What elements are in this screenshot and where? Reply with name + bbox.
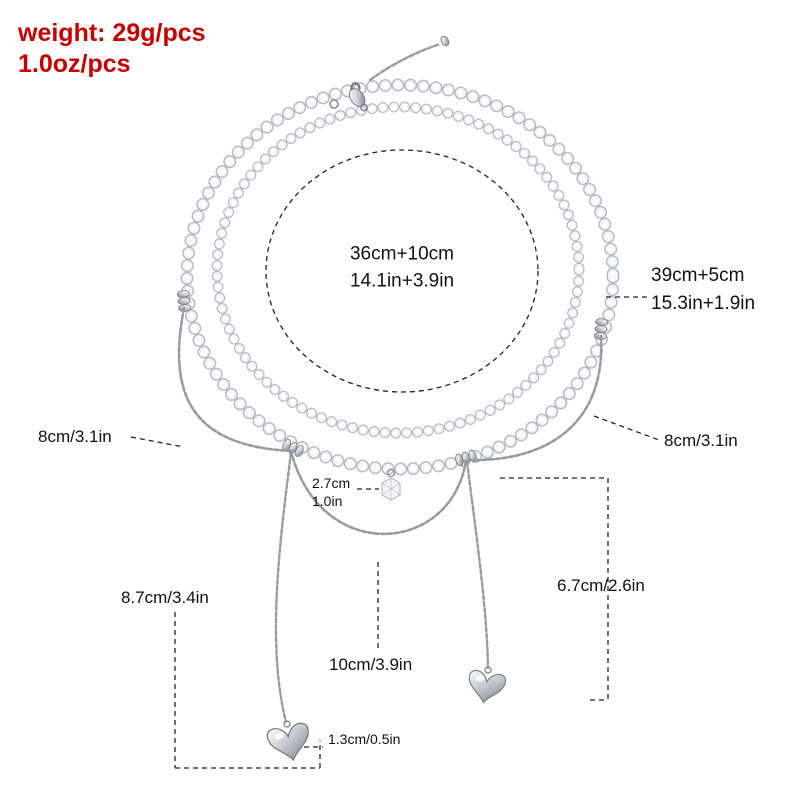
center-drop-label: 10cm/3.9in: [329, 655, 413, 674]
chain-swag-center: [289, 449, 468, 535]
outer-length-cm: 39cm+5cm: [651, 265, 745, 286]
left-drop-label: 8cm/3.1in: [38, 427, 112, 446]
measurement-ellipse: [265, 149, 539, 393]
inner-length-in: 14.1in+3.9in: [349, 270, 455, 291]
chain-swag-right: [466, 334, 603, 462]
bracket-left-tassel: [174, 612, 321, 769]
outer-length-in: 15.3in+1.9in: [651, 292, 756, 314]
outer-length-label: 39cm+5cm 15.3in+1.9in: [651, 262, 755, 317]
crystal-pendant: [381, 468, 401, 501]
left-tassel-label: 8.7cm/3.4in: [121, 588, 209, 607]
lobster-clasp: [348, 81, 369, 112]
extension-chain: [368, 35, 450, 82]
tassel-chain-left: [274, 451, 293, 724]
inner-length-label: 36cm+10cm 14.1in+3.9in: [350, 241, 454, 294]
spacer-cluster-right: [593, 318, 609, 340]
inner-length-cm: 36cm+10cm: [349, 243, 455, 265]
heart-size-label: 1.3cm/0.5in: [328, 731, 401, 747]
heart-pendant-right: [468, 666, 507, 704]
weight-line-1: weight: 29g/pcs: [18, 19, 206, 47]
spacer-cluster-bottom-left: [282, 438, 304, 458]
necklace-inner-strand: [211, 101, 585, 439]
weight-label: weight: 29g/pcs 1.0oz/pcs: [18, 18, 206, 81]
right-drop-label: 8cm/3.1in: [664, 431, 738, 450]
pendant-size-in: 1.0in: [312, 493, 343, 510]
pendant-size-label: 2.7cm 1.0in: [312, 474, 350, 510]
bracket-right-tassel: [500, 477, 609, 701]
chain-swag-left: [177, 306, 293, 453]
leader-right-drop: [593, 415, 660, 441]
heart-pendant-left: [266, 720, 309, 762]
right-tassel-label: 6.7cm/2.6in: [557, 576, 645, 595]
jump-ring: [329, 99, 339, 109]
necklace-outer-strand: [180, 78, 620, 476]
tassel-chain-right: [465, 460, 490, 670]
pendant-size-cm: 2.7cm: [312, 475, 351, 491]
weight-line-2: 1.0oz/pcs: [18, 50, 131, 79]
leader-left-drop: [130, 436, 185, 448]
